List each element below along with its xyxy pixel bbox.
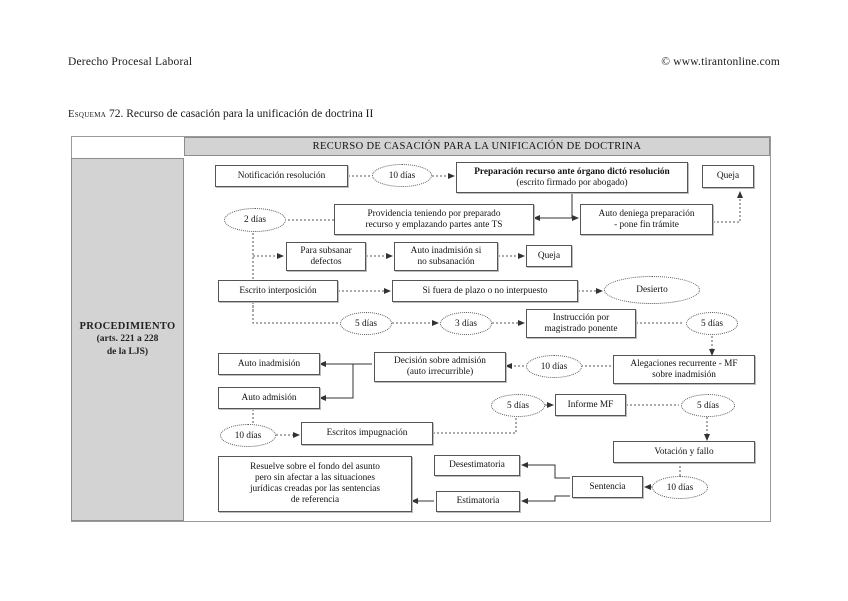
- running-head: Derecho Procesal Laboral © www.tirantonl…: [68, 56, 780, 72]
- node-resuelve-line2: pero sin afectar a las situaciones: [254, 473, 376, 483]
- deadline-10-dias-preparacion[interactable]: 10 días: [372, 164, 432, 187]
- diagram-title: RECURSO DE CASACIÓN PARA LA UNIFICACIÓN …: [184, 137, 770, 156]
- node-instruccion-line1: Instrucción por: [552, 312, 610, 323]
- sidebar-line-3: de la LJS): [106, 347, 149, 357]
- node-decision-line2: (auto irrecurrible): [406, 367, 474, 377]
- deadline-10-dias-sentencia[interactable]: 10 días: [652, 476, 708, 499]
- node-para-subsanar-defectos[interactable]: Para subsanar defectos: [286, 242, 366, 271]
- node-auto-admision[interactable]: Auto admisión: [218, 387, 320, 409]
- node-decision-line1: Decisión sobre admisión: [394, 356, 486, 366]
- node-resuelve-line4: de referencia: [290, 495, 340, 505]
- node-votacion-y-fallo[interactable]: Votación y fallo: [613, 441, 755, 463]
- sidebar-line-1: PROCEDIMIENTO: [79, 321, 176, 332]
- node-resuelve-line1: Resuelve sobre el fondo del asunto: [250, 462, 380, 472]
- node-providencia[interactable]: Providencia teniendo por preparado recur…: [334, 204, 534, 235]
- caption-text: 72. Recurso de casación para la unificac…: [108, 108, 374, 120]
- node-queja-top[interactable]: Queja: [702, 165, 754, 188]
- node-auto-deniega-preparacion[interactable]: Auto deniega preparación - pone fin trám…: [580, 204, 713, 235]
- node-auto-deniega-line2: - pone fin trámite: [614, 219, 679, 230]
- deadline-10-dias-escritos[interactable]: 10 días: [220, 424, 276, 447]
- node-desestimatoria[interactable]: Desestimatoria: [434, 455, 520, 476]
- figure-caption: Esquema 72. Recurso de casación para la …: [68, 108, 373, 120]
- sidebar-line-2: (arts. 221 a 228: [96, 334, 159, 344]
- running-head-right: © www.tirantonline.com: [661, 56, 780, 68]
- node-estimatoria[interactable]: Estimatoria: [436, 491, 520, 512]
- node-preparacion-recurso[interactable]: Preparación recurso ante órgano dictó re…: [456, 162, 688, 193]
- running-head-left: Derecho Procesal Laboral: [68, 56, 193, 68]
- deadline-5-dias-alegaciones[interactable]: 5 días: [686, 312, 738, 335]
- node-auto-inad-si-line2: no subsanación: [417, 256, 475, 267]
- deadline-2-dias[interactable]: 2 días: [224, 208, 286, 232]
- node-si-fuera-de-plazo[interactable]: Si fuera de plazo o no interpuesto: [392, 280, 578, 302]
- deadline-3-dias[interactable]: 3 días: [440, 312, 492, 335]
- node-sentencia[interactable]: Sentencia: [572, 476, 643, 498]
- node-resuelve-sobre-el-fondo[interactable]: Resuelve sobre el fondo del asunto pero …: [218, 456, 412, 512]
- node-escrito-interposicion[interactable]: Escrito interposición: [218, 280, 338, 302]
- node-subsanar-line1: Para subsanar: [300, 245, 352, 256]
- node-providencia-line2: recurso y emplazando partes ante TS: [365, 219, 503, 230]
- deadline-5-dias-votacion[interactable]: 5 días: [681, 394, 735, 417]
- node-preparacion-line2: (escrito firmado por abogado): [516, 177, 628, 188]
- node-subsanar-line2: defectos: [310, 256, 342, 267]
- deadline-5-dias-informe[interactable]: 5 días: [491, 394, 545, 417]
- node-escritos-impugnacion[interactable]: Escritos impugnación: [301, 422, 433, 445]
- deadline-5-dias-interposicion[interactable]: 5 días: [340, 312, 392, 335]
- node-alegaciones-line2: sobre inadmisión: [652, 369, 716, 380]
- node-auto-inadmision-si-no-subsanacion[interactable]: Auto inadmisión si no subsanación: [394, 242, 498, 271]
- sidebar-procedimiento: PROCEDIMIENTO (arts. 221 a 228 de la LJS…: [71, 158, 184, 521]
- node-decision-sobre-admision[interactable]: Decisión sobre admisión (auto irrecurrib…: [374, 352, 506, 382]
- node-alegaciones-recurrente-mf[interactable]: Alegaciones recurrente - MF sobre inadmi…: [613, 355, 755, 384]
- node-desierto[interactable]: Desierto: [604, 276, 700, 304]
- node-informe-mf[interactable]: Informe MF: [555, 394, 626, 416]
- node-auto-inadmision[interactable]: Auto inadmisión: [218, 353, 320, 375]
- node-alegaciones-line1: Alegaciones recurrente - MF: [630, 358, 738, 369]
- node-notificacion-resolucion[interactable]: Notificación resolución: [215, 165, 348, 187]
- node-queja-mid[interactable]: Queja: [526, 245, 572, 267]
- node-preparacion-line1: Preparación recurso ante órgano dictó re…: [474, 166, 670, 177]
- caption-smallcaps: Esquema: [68, 109, 107, 120]
- node-instruccion-magistrado-ponente[interactable]: Instrucción por magistrado ponente: [526, 309, 636, 338]
- node-providencia-line1: Providencia teniendo por preparado: [367, 208, 501, 219]
- node-auto-inad-si-line1: Auto inadmisión si: [410, 245, 482, 256]
- node-instruccion-line2: magistrado ponente: [544, 323, 618, 334]
- node-auto-deniega-line1: Auto deniega preparación: [598, 208, 695, 219]
- deadline-10-dias-alegaciones[interactable]: 10 días: [526, 355, 582, 378]
- node-resuelve-line3: jurídicas creadas por las sentencias: [249, 484, 381, 494]
